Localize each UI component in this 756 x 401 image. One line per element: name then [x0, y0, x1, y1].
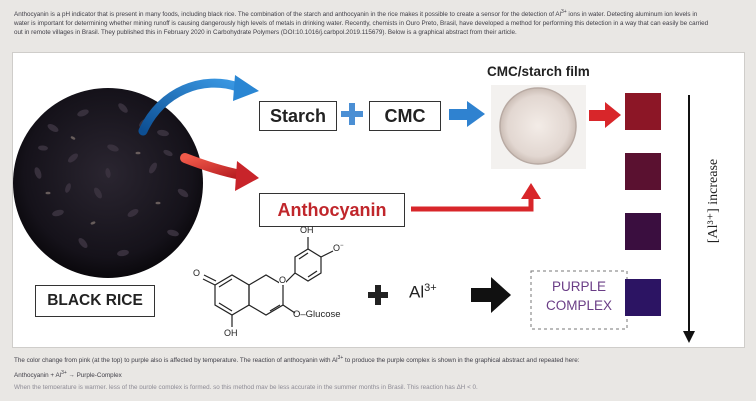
molecule-oh-top: OH — [300, 225, 314, 235]
outro-text-start: The color change from pink (at the top) … — [14, 357, 338, 365]
black-rice-box: BLACK RICE — [35, 285, 155, 317]
cmc-label: CMC — [384, 105, 426, 126]
anthocyanin-label: Anthocyanin — [277, 199, 387, 220]
o-minus-text: O — [333, 243, 341, 253]
intro-text-end: ions in water. Detecting aluminum ion le… — [14, 11, 709, 36]
molecule-o-ring: O — [279, 275, 287, 285]
starch-label: Starch — [269, 105, 327, 126]
purple-line-1: PURPLE — [551, 279, 607, 294]
red-curved-arrow — [180, 153, 259, 191]
red-arrow-to-squares — [589, 102, 621, 128]
cutoff-line: When the temperature is warmer, less of … — [14, 384, 478, 390]
black-rice-pile — [13, 88, 203, 278]
molecule-oh-bottom: OH — [224, 328, 238, 338]
purple-complex-label: PURPLE COMPLEX — [533, 277, 625, 315]
anthocyanin-box: Anthocyanin — [259, 193, 405, 227]
blue-curved-arrow — [138, 75, 259, 136]
purple-complex-box — [530, 270, 628, 330]
aluminum-ion-label: Al3+ — [409, 282, 437, 303]
molecule-o-carbonyl: O — [193, 268, 201, 278]
equation-right: → Purple-Complex — [66, 372, 122, 380]
cmc-starch-film — [491, 85, 586, 169]
color-square-1 — [625, 93, 661, 130]
intro-superscript: 3+ — [560, 9, 567, 15]
purple-line-2: COMPLEX — [545, 298, 613, 313]
outro-superscript: 3+ — [337, 355, 344, 361]
outro-paragraph: The color change from pink (at the top) … — [14, 352, 734, 389]
ion-charge: 3+ — [424, 282, 437, 294]
intro-text-start: Anthocyanin is a pH indicator that is pr… — [14, 11, 561, 19]
color-square-3 — [625, 213, 661, 250]
abstract-graphics — [13, 75, 695, 343]
black-rice-label: BLACK RICE — [47, 292, 143, 309]
graphical-abstract: CMC/starch film Starch CMC Anthocyanin B… — [12, 52, 745, 348]
intro-paragraph: Anthocyanin is a pH indicator that is pr… — [14, 8, 714, 37]
color-square-2 — [625, 153, 661, 190]
reaction-equation: Anthocyanin + Al3+ → Purple-Complex — [14, 367, 734, 382]
increase-arrow — [683, 95, 695, 343]
starch-box: Starch — [259, 101, 337, 131]
cmc-starch-film-label: CMC/starch film — [487, 64, 590, 79]
molecule-o-minus: O− — [333, 243, 344, 253]
cmc-box: CMC — [369, 101, 441, 131]
equation-superscript: 3+ — [61, 370, 67, 377]
black-arrow — [471, 277, 511, 313]
outro-line: The color change from pink (at the top) … — [14, 352, 734, 367]
plus-icon — [341, 103, 363, 125]
black-plus-icon — [368, 285, 388, 305]
red-elbow-arrow — [411, 183, 541, 212]
molecule-glucose: O–Glucose — [293, 309, 341, 320]
equation-left: Anthocyanin + Al — [14, 372, 62, 380]
ion-base: Al — [409, 282, 425, 302]
color-square-4 — [625, 279, 661, 316]
outro-text-end: to produce the purple complex is shown i… — [343, 357, 580, 365]
increase-label: [Al³⁺] increase — [706, 158, 721, 244]
blue-arrow-to-film — [449, 101, 485, 127]
anthocyanin-molecule — [202, 237, 334, 327]
